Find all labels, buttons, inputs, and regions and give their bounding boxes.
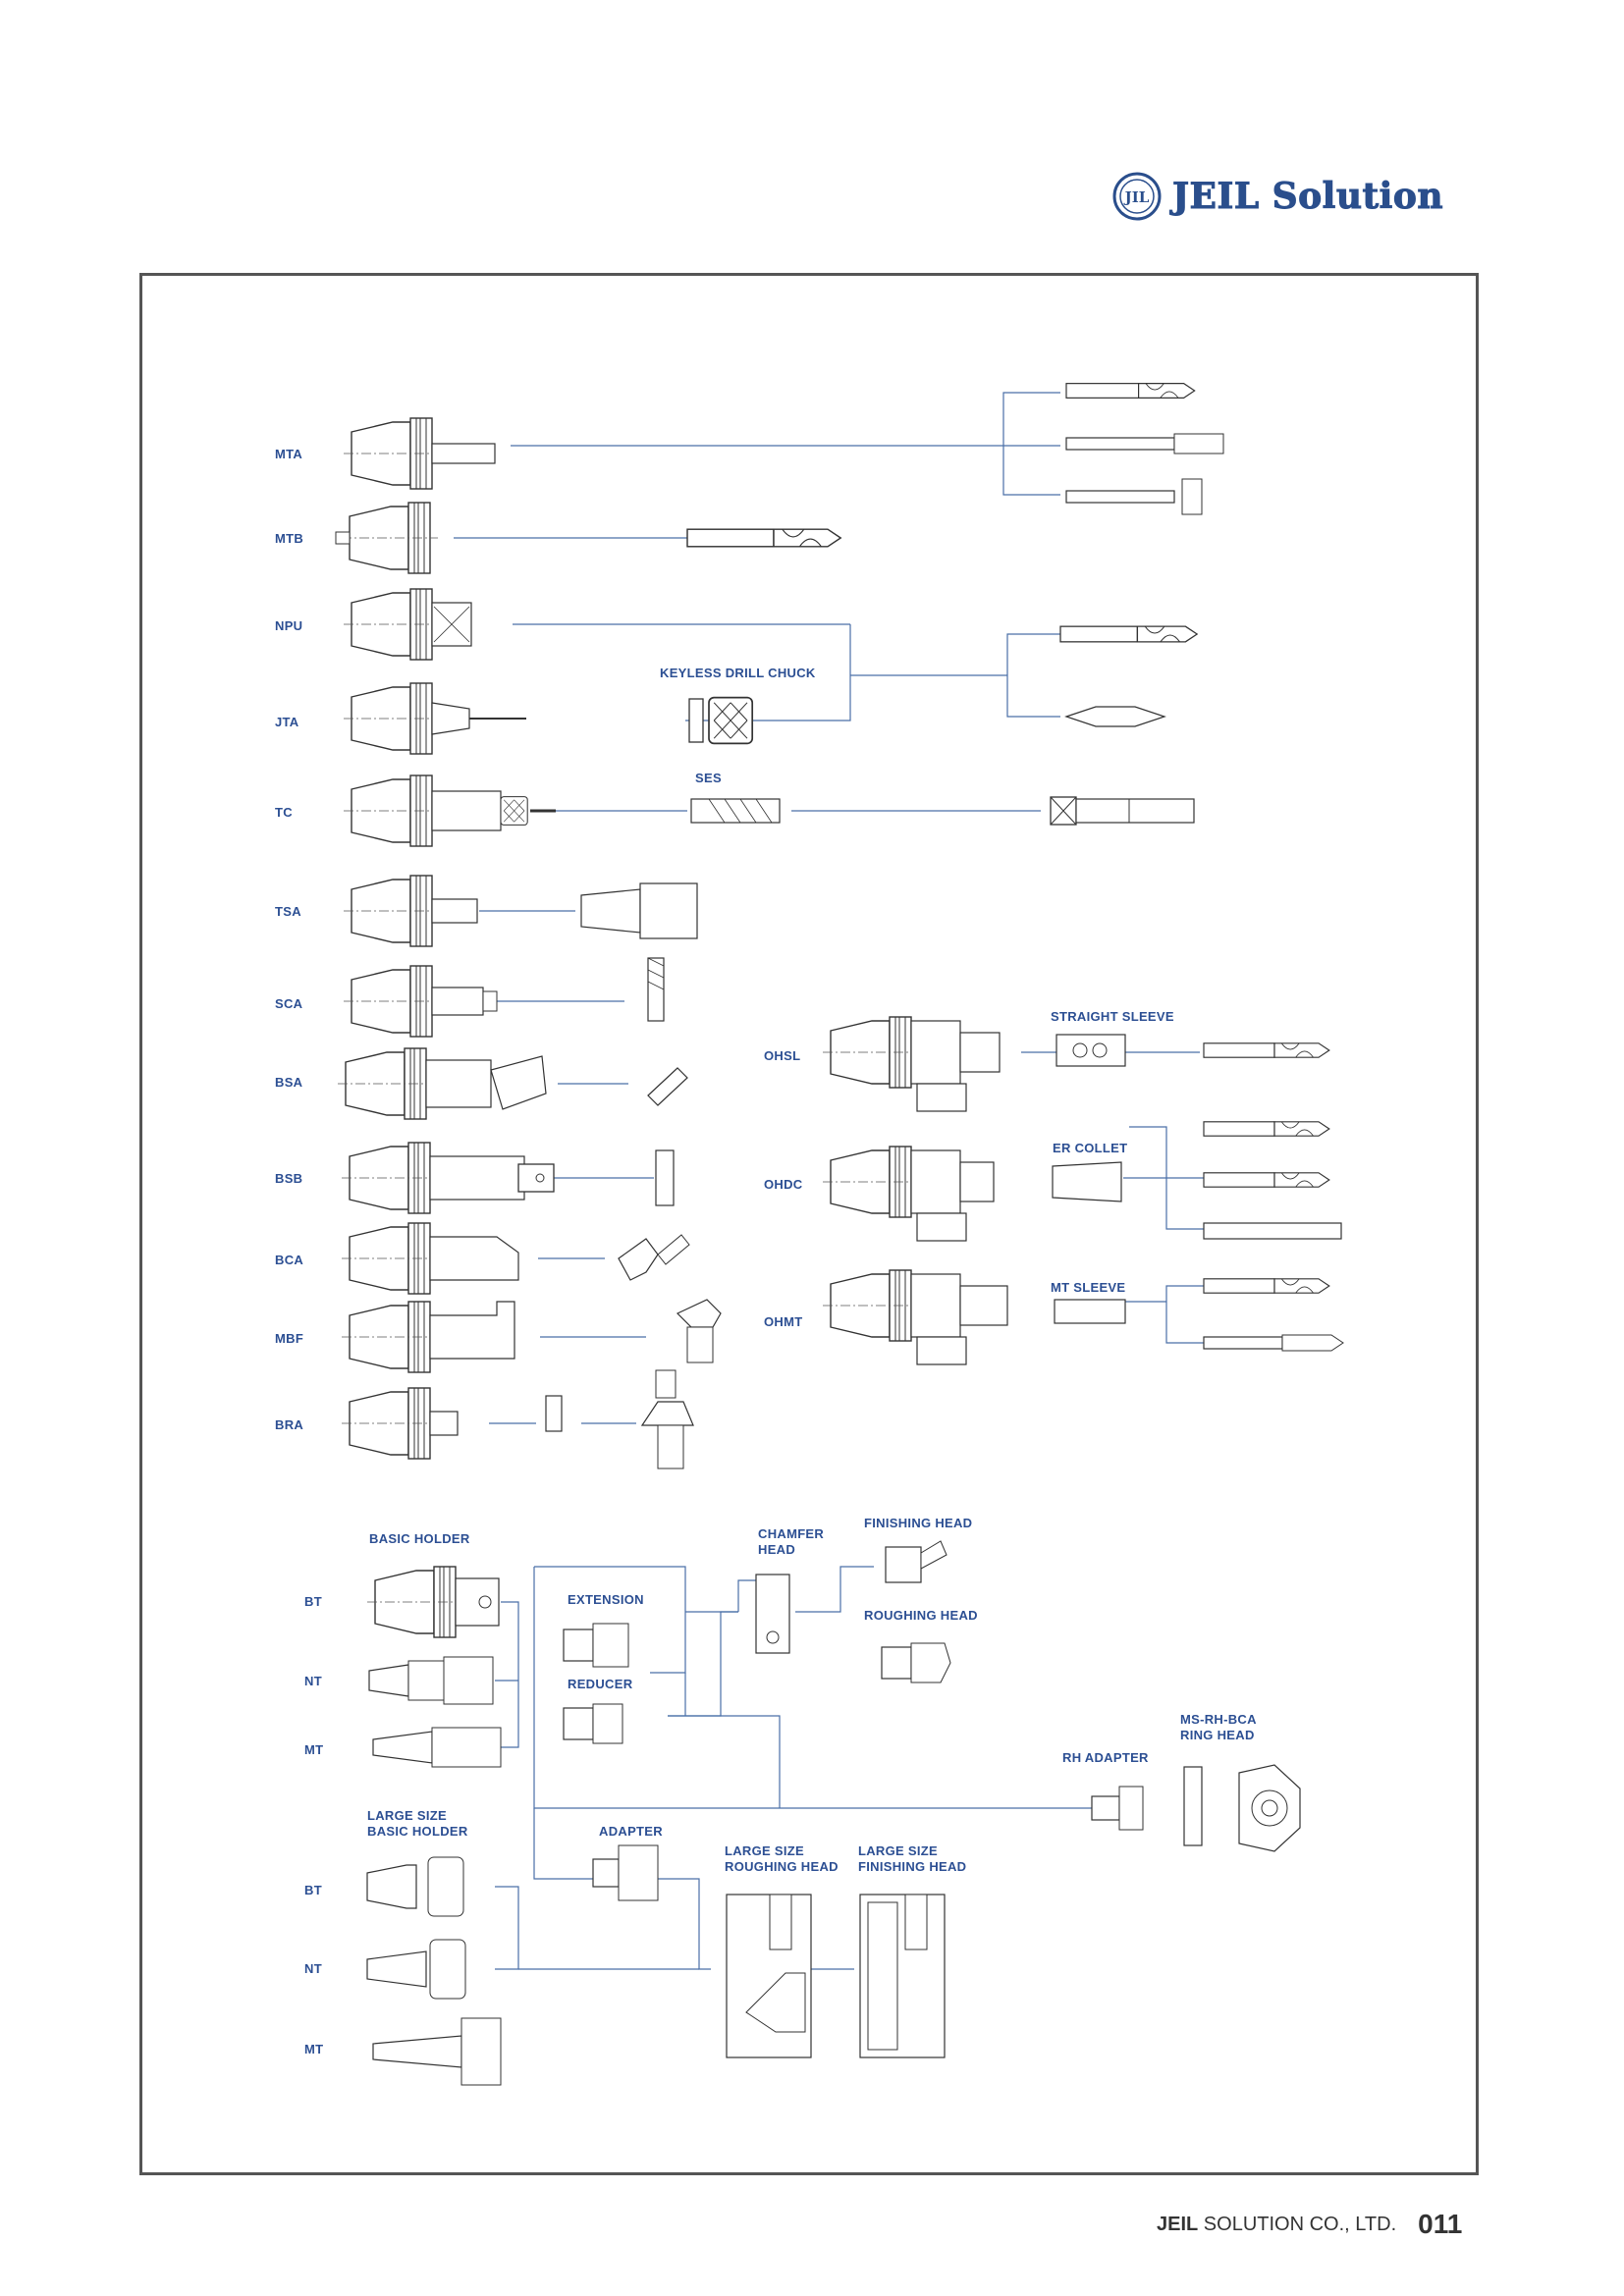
brand-name: JEIL Solution bbox=[1171, 176, 1444, 218]
label-mta: MTA bbox=[275, 447, 303, 461]
label-mbf: MBF bbox=[275, 1331, 304, 1346]
label-rh-adapter: RH ADAPTER bbox=[1062, 1750, 1149, 1765]
diagram-frame bbox=[139, 273, 1479, 2175]
label-bsb: BSB bbox=[275, 1171, 303, 1186]
label-finishing-head: FINISHING HEAD bbox=[864, 1516, 973, 1530]
label-large-size-finishing-head: LARGE SIZE FINISHING HEAD bbox=[858, 1843, 967, 1874]
connector-lines bbox=[454, 392, 1204, 1970]
page-footer: JEIL SOLUTION CO., LTD. 011 bbox=[1157, 2209, 1462, 2240]
label-ms-rh-bca-ring-head: MS-RH-BCA RING HEAD bbox=[1180, 1712, 1257, 1742]
label-tsa: TSA bbox=[275, 904, 301, 919]
page-number: 011 bbox=[1418, 2209, 1463, 2239]
label-bca: BCA bbox=[275, 1253, 304, 1267]
logo-mark-icon: JIL bbox=[1112, 172, 1162, 221]
label-mt-sleeve: MT SLEEVE bbox=[1051, 1280, 1126, 1295]
label-mtb: MTB bbox=[275, 531, 304, 546]
label-npu: NPU bbox=[275, 618, 303, 633]
label-bsa: BSA bbox=[275, 1075, 303, 1090]
label-bt-1: BT bbox=[304, 1594, 322, 1609]
label-er-collet: ER COLLET bbox=[1053, 1141, 1128, 1155]
label-ses: SES bbox=[695, 771, 722, 785]
logo-mark-text: JIL bbox=[1123, 188, 1150, 206]
component-drawings bbox=[366, 383, 1344, 2086]
label-ohdc: OHDC bbox=[764, 1177, 803, 1192]
label-ohsl: OHSL bbox=[764, 1048, 801, 1063]
label-reducer: REDUCER bbox=[568, 1677, 633, 1691]
label-basic-holder: BASIC HOLDER bbox=[369, 1531, 470, 1546]
label-extension: EXTENSION bbox=[568, 1592, 644, 1607]
label-bra: BRA bbox=[275, 1417, 304, 1432]
label-mt-1: MT bbox=[304, 1742, 324, 1757]
label-nt-1: NT bbox=[304, 1674, 322, 1688]
footer-company-rest: SOLUTION CO., LTD. bbox=[1198, 2214, 1397, 2235]
label-large-size-basic-holder: LARGE SIZE BASIC HOLDER bbox=[367, 1808, 468, 1839]
label-straight-sleeve: STRAIGHT SLEEVE bbox=[1051, 1009, 1174, 1024]
label-large-size-roughing-head: LARGE SIZE ROUGHING HEAD bbox=[725, 1843, 839, 1874]
label-keyless-drill-chuck: KEYLESS DRILL CHUCK bbox=[660, 666, 816, 680]
holder-drawings bbox=[335, 417, 556, 1460]
label-tc: TC bbox=[275, 805, 293, 820]
label-adapter: ADAPTER bbox=[599, 1824, 663, 1839]
label-ohmt: OHMT bbox=[764, 1314, 803, 1329]
label-chamfer-head: CHAMFER HEAD bbox=[758, 1526, 825, 1557]
label-nt-2: NT bbox=[304, 1961, 322, 1976]
label-bt-2: BT bbox=[304, 1883, 322, 1897]
footer-company-bold: JEIL bbox=[1157, 2214, 1199, 2235]
label-mt-2: MT bbox=[304, 2042, 324, 2056]
label-jta: JTA bbox=[275, 715, 299, 729]
label-roughing-head: ROUGHING HEAD bbox=[864, 1608, 978, 1623]
label-sca: SCA bbox=[275, 996, 303, 1011]
brand-logo: JIL JEIL Solution bbox=[1111, 169, 1443, 224]
